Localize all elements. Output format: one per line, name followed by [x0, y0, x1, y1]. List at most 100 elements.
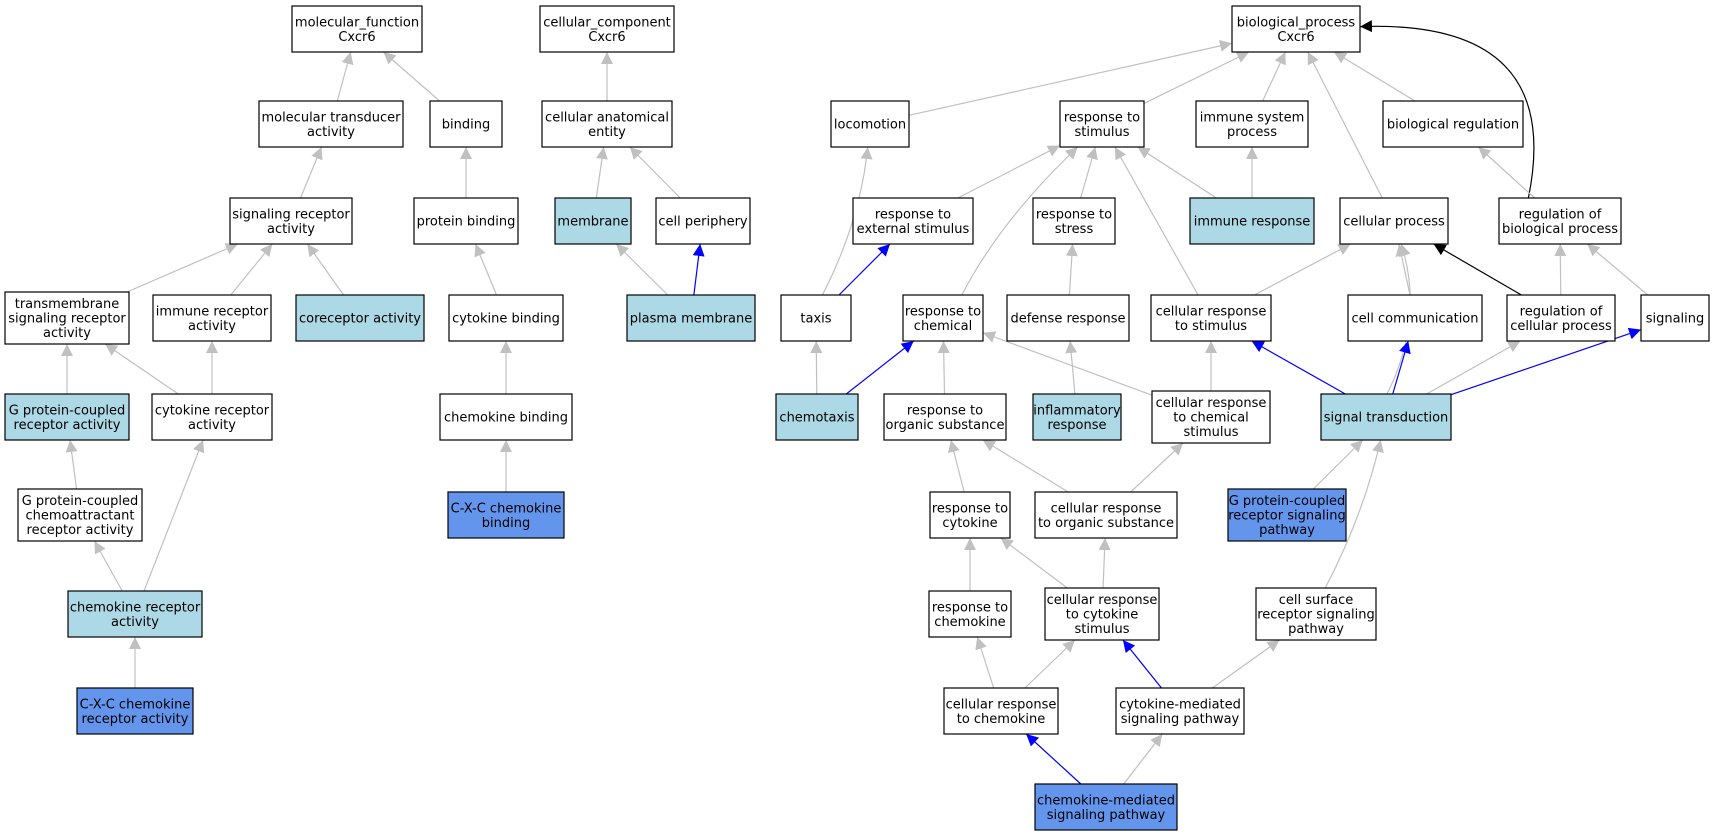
go-term-node-mem[interactable]: membrane — [554, 197, 632, 245]
go-term-node-cora[interactable]: coreceptor activity — [295, 294, 425, 342]
go-term-box — [1059, 100, 1145, 148]
go-term-node-gpccra[interactable]: G protein-coupledchemoattractantreceptor… — [17, 488, 143, 542]
go-term-node-binding[interactable]: binding — [429, 100, 503, 148]
go-term-node-st[interactable]: signal transduction — [1320, 393, 1452, 441]
edge-ira-to-sra — [230, 243, 273, 296]
go-term-label-line: activity — [188, 418, 236, 433]
go-term-label-line: to organic substance — [1038, 516, 1174, 531]
go-term-label-line: signaling — [1646, 312, 1705, 327]
go-term-box — [229, 197, 353, 245]
go-term-box — [852, 197, 974, 245]
go-term-label-line: C-X-C chemokine — [80, 697, 191, 712]
go-term-node-sig[interactable]: signaling — [1640, 294, 1710, 342]
go-term-box — [447, 491, 565, 539]
edge-mta-to-mf — [336, 51, 354, 102]
go-term-box — [1320, 393, 1452, 441]
go-term-node-cc2[interactable]: cell communication — [1347, 294, 1483, 342]
go-term-label-line: plasma membrane — [630, 312, 753, 327]
edge-sra-to-mta — [299, 146, 323, 199]
go-term-label-line: cell communication — [1351, 312, 1478, 327]
go-term-label-line: process — [1227, 125, 1277, 140]
edge-crtos-to-rtos — [982, 439, 1069, 493]
edge-tsra-to-sra — [126, 243, 239, 293]
go-term-box — [1115, 687, 1245, 735]
go-term-node-pb[interactable]: protein binding — [413, 197, 519, 245]
edge-rtes-to-rts — [957, 145, 1061, 199]
go-term-node-breg[interactable]: biological regulation — [1382, 100, 1524, 148]
go-term-node-chb[interactable]: chemokine binding — [439, 393, 573, 441]
go-term-label-line: molecular transducer — [261, 110, 401, 125]
go-term-label-line: receptor activity — [82, 712, 189, 727]
edge-st-to-cc2 — [1392, 340, 1411, 395]
go-term-node-cp[interactable]: cellular process — [1339, 197, 1449, 245]
go-term-label-line: signaling pathway — [1121, 712, 1240, 727]
go-term-box — [1255, 587, 1377, 641]
go-term-node-loco[interactable]: locomotion — [830, 100, 910, 148]
edge-crtchem-to-crtcyt — [1024, 639, 1076, 689]
edge-rcp-to-rbp — [1554, 243, 1567, 296]
go-term-node-cperi[interactable]: cell periphery — [655, 197, 751, 245]
go-term-box — [929, 491, 1011, 539]
go-term-box — [152, 294, 272, 342]
go-term-box — [67, 590, 203, 638]
edge-chemo-to-rtc — [845, 340, 915, 395]
go-term-label-line: response to — [1064, 110, 1140, 125]
go-term-box — [413, 197, 519, 245]
edge-ir-to-rts — [1137, 146, 1217, 199]
edge-crts-to-cp — [1254, 243, 1351, 296]
go-term-node-taxis[interactable]: taxis — [780, 294, 852, 342]
go-term-label-line: activity — [111, 615, 159, 630]
go-term-box — [1150, 294, 1272, 342]
go-term-node-pm[interactable]: plasma membrane — [626, 294, 756, 342]
go-term-node-ir[interactable]: immune response — [1189, 197, 1315, 245]
go-term-label-line: signal transduction — [1324, 411, 1449, 426]
go-term-label-line: cytokine — [942, 516, 997, 531]
go-term-label-line: cellular response — [1051, 501, 1162, 516]
go-term-label-line: cellular process — [1510, 319, 1612, 334]
go-term-label-line: chemokine receptor — [70, 600, 201, 615]
edge-pm-to-cperi — [692, 243, 705, 296]
edge-chmsp-to-cmsp — [1123, 733, 1163, 785]
go-term-label-line: biological_process — [1237, 15, 1356, 30]
edge-crtos-to-crtcs — [1130, 442, 1184, 493]
go-term-node-chemo[interactable]: chemotaxis — [775, 393, 859, 441]
go-term-label-line: activity — [43, 326, 91, 341]
go-term-label-line: signaling pathway — [1047, 808, 1166, 823]
go-term-node-dr[interactable]: defense response — [1006, 294, 1130, 342]
go-term-node-cb[interactable]: cytokine binding — [448, 294, 564, 342]
go-term-label-line: chemotaxis — [779, 411, 854, 426]
